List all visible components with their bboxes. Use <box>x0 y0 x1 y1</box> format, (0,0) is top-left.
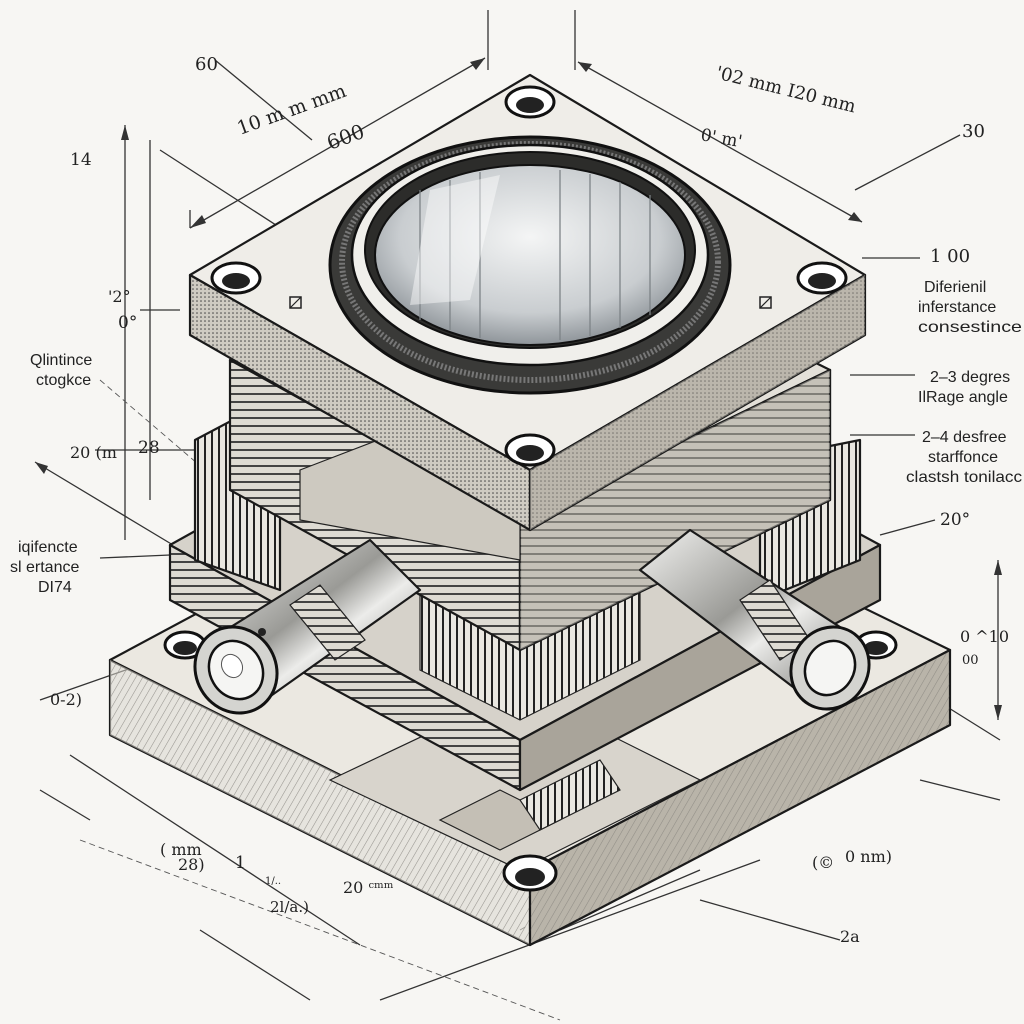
dim-14: 14 <box>70 150 92 170</box>
callout-range3-line2: starffonce <box>928 449 998 466</box>
callout-left-line3: DI74 <box>38 579 72 596</box>
callout-qlintince-line2: ctogkce <box>36 372 91 389</box>
dim-28: 28 <box>138 438 160 458</box>
dim-60: 60 <box>195 54 218 75</box>
mounting-hole-top-back <box>504 85 556 119</box>
mounting-hole-top-front <box>504 433 556 467</box>
dim-0m: 0' m' <box>699 125 744 152</box>
callout-range-line1: 2–3 degres <box>930 369 1010 386</box>
mounting-hole-top-left <box>210 261 262 295</box>
mounting-hole-base-front <box>502 854 558 892</box>
dim-0nm: 0 nm) <box>845 847 892 866</box>
callout-labels: Qlintince ctogkce Diferienil inferstance… <box>10 279 1022 596</box>
callout-differential-line2: inferstance <box>918 299 996 316</box>
dim-0deg: 0° <box>118 313 137 333</box>
dim-20deg: 20° <box>940 510 970 530</box>
small-marker-left <box>289 296 302 309</box>
dim-28c: 2a <box>840 927 860 946</box>
side-lens-left <box>193 538 422 715</box>
dim-2deg: '2° <box>108 287 131 306</box>
callout-range3-line1: 2–4 desfree <box>922 429 1007 446</box>
mounting-hole-top-right <box>796 261 848 295</box>
center-slot <box>438 759 621 851</box>
dim-tiny: 1/.. <box>265 876 281 887</box>
dim-20m: 20 (m <box>70 443 117 462</box>
dim-30: 30 <box>962 121 985 142</box>
callout-left-line1: iqifencte <box>18 539 78 556</box>
dim-00: 00 <box>962 653 979 668</box>
dim-paren: (© <box>812 853 834 872</box>
callout-differential-line1: Diferienil <box>924 279 986 296</box>
lens-glass <box>374 164 686 346</box>
dim-20mm: 20 ᶜᵐᵐ <box>343 878 394 897</box>
dim-100: 1 00 <box>930 246 970 267</box>
callout-differential-line3: consestince <box>918 319 1022 336</box>
side-lens-right <box>638 528 871 711</box>
callout-range-line2: IlRage angle <box>918 389 1008 406</box>
dim-28b: 28) <box>178 855 205 874</box>
dim-0-2: 0-2) <box>50 690 82 709</box>
callout-range3-line3: clastsh tonilacc <box>906 469 1022 486</box>
dim-0-10: 0 ^10 <box>960 627 1009 646</box>
dim-1: 1 <box>235 853 246 873</box>
dim-2a: 2l/a.) <box>270 898 309 916</box>
dim-mm: ( mm <box>160 840 202 859</box>
callout-left-line2: sl ertance <box>10 559 79 576</box>
dim-600: 600 <box>324 119 368 155</box>
small-marker-right <box>759 296 772 309</box>
dim-top-right: '02 mm I20 mm <box>714 62 858 117</box>
callout-qlintince-line1: Qlintince <box>30 352 92 369</box>
